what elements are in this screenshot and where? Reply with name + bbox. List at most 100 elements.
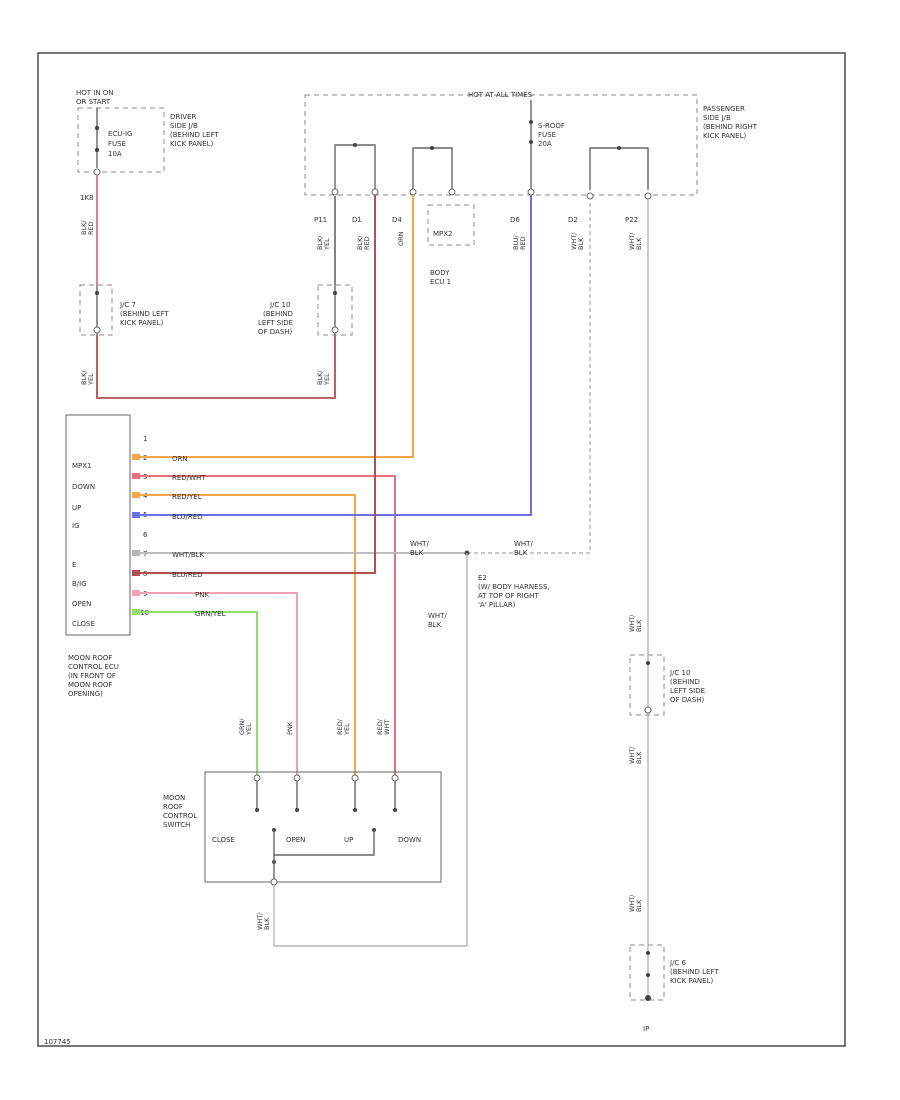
svg-text:WHT/: WHT/: [628, 746, 636, 764]
svg-text:(BEHIND LEFT: (BEHIND LEFT: [120, 310, 169, 318]
svg-text:E2: E2: [478, 574, 487, 582]
svg-text:OF DASH): OF DASH): [258, 328, 293, 336]
svg-text:WHT/: WHT/: [628, 894, 636, 912]
svg-text:CONTROL ECU: CONTROL ECU: [68, 663, 119, 671]
svg-text:BLK/: BLK/: [80, 220, 88, 235]
svg-text:(BEHIND: (BEHIND: [263, 310, 293, 318]
svg-text:BLK/: BLK/: [356, 235, 364, 250]
fuse-pin-label: 1K8: [80, 194, 94, 202]
svg-text:SWITCH: SWITCH: [163, 821, 190, 829]
svg-text:WHT/: WHT/: [628, 232, 636, 250]
svg-text:WHT/: WHT/: [256, 912, 264, 930]
svg-text:E: E: [72, 561, 76, 569]
ecu-wire-labels: ORN RED/WHT RED/YEL BLU/RED WHT/BLK BLU/…: [172, 455, 226, 618]
svg-text:BLK/: BLK/: [316, 235, 324, 250]
svg-text:OPENING): OPENING): [68, 690, 103, 698]
svg-text:UP: UP: [344, 836, 353, 844]
svg-text:OPEN: OPEN: [286, 836, 305, 844]
svg-text:RED: RED: [363, 236, 371, 250]
wire-tag-d1: BLK/ RED: [356, 235, 371, 250]
body-ecu-name: BODY: [430, 269, 450, 277]
passenger-junction-block: HOT AT ALL TIMES PASSENGER SIDE J/B (BEH…: [304, 91, 758, 200]
moonroof-control-switch: MOON ROOF CONTROL SWITCH CLOSE OPEN UP D…: [163, 771, 442, 886]
svg-text:BLK/: BLK/: [316, 370, 324, 385]
svg-text:RED/: RED/: [376, 718, 384, 735]
svg-text:MOON ROOF: MOON ROOF: [68, 681, 112, 689]
svg-text:DOWN: DOWN: [72, 483, 95, 491]
junction-jc7: J/C 7 (BEHIND LEFT KICK PANEL): [79, 284, 169, 336]
svg-text:J/C 10: J/C 10: [669, 669, 690, 677]
svg-text:D1: D1: [352, 216, 362, 224]
svg-text:PNK: PNK: [286, 721, 294, 735]
svg-text:7: 7: [143, 550, 147, 558]
svg-text:CLOSE: CLOSE: [212, 836, 235, 844]
svg-text:WHT/BLK: WHT/BLK: [172, 551, 205, 559]
wire-red-wht: [140, 475, 396, 776]
svg-text:GRN/: GRN/: [238, 718, 246, 735]
diagram-id: 107745: [44, 1038, 71, 1046]
svg-text:(BEHIND: (BEHIND: [670, 678, 700, 686]
svg-text:P22: P22: [625, 216, 638, 224]
svg-text:BLK: BLK: [263, 917, 271, 930]
svg-text:KICK PANEL): KICK PANEL): [120, 319, 163, 327]
wire-b-ig: [140, 195, 376, 574]
svg-text:RED/WHT: RED/WHT: [172, 474, 206, 482]
ground-ip-label: IP: [643, 1025, 649, 1033]
location-line: DRIVER: [170, 113, 197, 121]
svg-text:ORN: ORN: [172, 455, 188, 463]
wire-tag-blk-yel-2: BLK/ YEL: [316, 370, 331, 386]
wire-orn: [140, 195, 414, 458]
svg-text:BLK/: BLK/: [80, 370, 88, 385]
svg-text:CLOSE: CLOSE: [72, 620, 95, 628]
wire-tag-jc6: WHT/ BLK: [628, 894, 643, 912]
svg-text:BLK: BLK: [577, 237, 585, 250]
wire-tag-d2: WHT/ BLK: [570, 232, 585, 250]
junction-jc6: J/C 6 (BEHIND LEFT KICK PANEL): [629, 944, 719, 1001]
svg-text:B/IG: B/IG: [72, 580, 87, 588]
svg-text:PNK: PNK: [195, 591, 209, 599]
svg-text:YEL: YEL: [323, 373, 331, 386]
svg-text:(W/ BODY HARNESS,: (W/ BODY HARNESS,: [478, 583, 550, 591]
svg-text:KICK PANEL): KICK PANEL): [703, 132, 746, 140]
svg-text:YEL: YEL: [343, 723, 351, 736]
location-line: (BEHIND LEFT: [170, 131, 219, 139]
svg-text:OPEN: OPEN: [72, 600, 91, 608]
svg-text:BLK: BLK: [635, 619, 643, 632]
wire-tag-d4: ORN: [397, 231, 405, 246]
svg-text:BLU/: BLU/: [512, 234, 520, 250]
wire-tag-d6: BLU/ RED: [512, 234, 527, 250]
svg-text:'A' PILLAR): 'A' PILLAR): [478, 601, 516, 609]
location-line: KICK PANEL): [170, 140, 213, 148]
wire-grn-yel: [140, 611, 258, 776]
fuse-name: ECU-IG: [108, 130, 132, 138]
svg-text:ORN: ORN: [397, 231, 405, 246]
svg-text:BLK: BLK: [635, 751, 643, 764]
svg-text:BLK: BLK: [410, 549, 424, 557]
body-ecu-inner: MPX2 BODY ECU 1: [427, 204, 475, 286]
wire-tag-p11: BLK/ YEL: [316, 235, 331, 251]
svg-text:(IN FRONT OF: (IN FRONT OF: [68, 672, 116, 680]
body-ecu-pins: P11 D1 D4 D6 D2 P22: [314, 216, 638, 224]
switch-ground-tag: WHT/ BLK: [256, 912, 271, 930]
svg-text:BLK: BLK: [635, 237, 643, 250]
svg-text:LEFT SIDE: LEFT SIDE: [670, 687, 705, 695]
svg-text:D2: D2: [568, 216, 578, 224]
wire-tag-jc10-upper: WHT/ BLK: [628, 614, 643, 632]
wire-switch-ground: [273, 885, 467, 947]
ground-wire-labels: WHT/ BLK WHT/ BLK WHT/ BLK: [410, 540, 533, 629]
wire-tag-blk-red: BLK/ RED: [80, 220, 95, 235]
svg-text:WHT/: WHT/: [428, 612, 447, 620]
svg-text:BLK: BLK: [514, 549, 528, 557]
svg-text:RED/: RED/: [336, 718, 344, 735]
wire-wht-blk-d2: [467, 200, 591, 554]
svg-text:ECU 1: ECU 1: [430, 278, 451, 286]
svg-text:YEL: YEL: [87, 373, 95, 386]
svg-text:J/C 6: J/C 6: [669, 959, 687, 967]
wire-pnk: [140, 592, 298, 776]
svg-text:MPX2: MPX2: [433, 230, 453, 238]
moonroof-control-ecu: MPX1 DOWN UP IG E B/IG OPEN CLOSE MOON R…: [65, 414, 149, 698]
svg-text:1: 1: [143, 435, 147, 443]
svg-text:ROOF: ROOF: [163, 803, 183, 811]
svg-text:S-ROOF: S-ROOF: [538, 122, 565, 130]
